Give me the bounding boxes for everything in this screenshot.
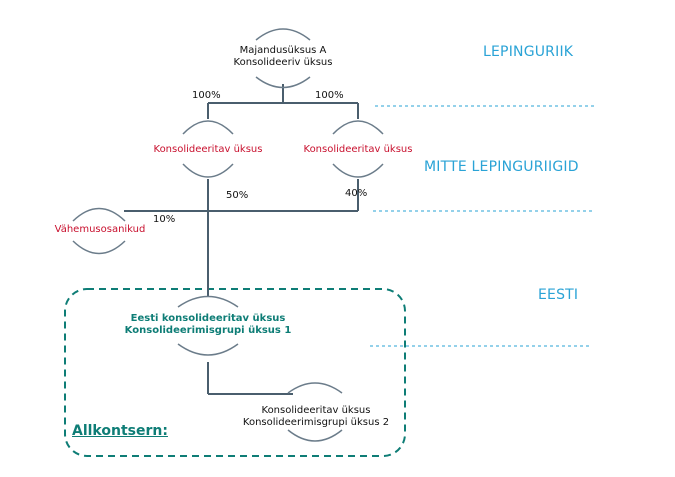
pct-right-share: 40% <box>345 188 368 199</box>
connectors <box>124 84 359 395</box>
region-non-contract-label: MITTE LEPINGURIIGID <box>424 159 579 175</box>
estonia-sub-node: Konsolideeritav üksus Konsolideerimisgru… <box>243 405 389 429</box>
pct-left-share: 50% <box>226 190 249 201</box>
minority-node: Vähemusosanikud <box>55 224 146 236</box>
arc-right-bottom <box>332 163 384 178</box>
arc-parent-bottom <box>255 76 311 89</box>
parent-node-line2: Konsolideeriv üksus <box>233 57 333 68</box>
region-estonia-label: EESTI <box>538 287 579 303</box>
subsidiary-left-node: Konsolideeritav üksus <box>154 144 263 156</box>
arc-minority-bottom <box>72 240 126 255</box>
pct-minority-share: 10% <box>153 214 176 225</box>
arc-right-top <box>332 120 384 135</box>
arc-estonia-parent-bottom <box>177 343 239 356</box>
minority-label: Vähemusosanikud <box>54 224 146 235</box>
arc-estonia-parent-top <box>177 295 239 308</box>
region-contract-label: LEPINGURIIK <box>483 44 574 60</box>
subsidiary-left-label: Konsolideeritav üksus <box>153 144 263 155</box>
subgroup-label: Allkontsern: <box>72 423 168 439</box>
arc-parent-top <box>255 28 311 41</box>
arc-estonia-sub-top <box>287 382 343 394</box>
arc-minority-top <box>72 207 126 222</box>
parent-node-line1: Majandusüksus A <box>239 45 327 56</box>
estonia-parent-line1: Eesti konsolideeritav üksus <box>130 313 286 324</box>
estonia-parent-line2: Konsolideerimisgrupi üksus 1 <box>124 325 292 336</box>
node-arcs <box>72 28 384 442</box>
subsidiary-right-label: Konsolideeritav üksus <box>303 144 413 155</box>
pct-parent-to-left: 100% <box>192 90 221 101</box>
arc-left-top <box>182 120 234 135</box>
estonia-parent-node: Eesti konsolideeritav üksus Konsolideeri… <box>125 313 292 337</box>
pct-parent-to-right: 100% <box>315 90 344 101</box>
estonia-sub-line2: Konsolideerimisgrupi üksus 2 <box>242 417 390 428</box>
arc-estonia-sub-bottom <box>287 429 343 442</box>
parent-node: Majandusüksus A Konsolideeriv üksus <box>234 45 333 69</box>
subgroup-box <box>64 288 406 457</box>
arc-left-bottom <box>182 163 234 178</box>
estonia-sub-line1: Konsolideeritav üksus <box>261 405 371 416</box>
subsidiary-right-node: Konsolideeritav üksus <box>304 144 413 156</box>
